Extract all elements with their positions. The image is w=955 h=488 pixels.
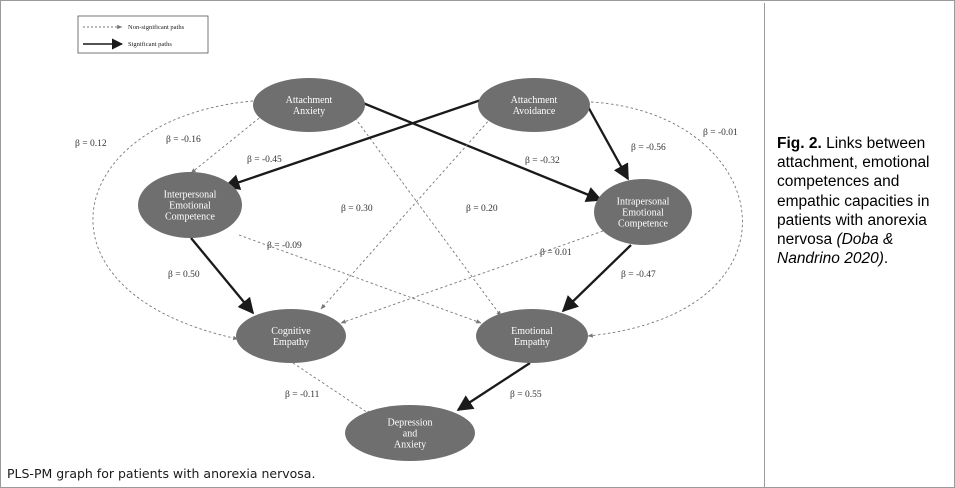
path-attachment-avoidance-to-emotional-empathy [587, 101, 743, 338]
beta-label-attachment-avoidance-to-intrapersonal-ec: β = -0.56 [631, 143, 666, 153]
node-label-intrapersonal-ec: Intrapersonal [617, 197, 670, 208]
path-attachment-anxiety-to-interpersonal-ec [190, 114, 264, 174]
path-interpersonal-ec-to-cognitive-empathy [190, 237, 255, 315]
beta-label-attachment-anxiety-to-emotional-empathy: β = 0.20 [466, 204, 498, 214]
node-label-attachment-anxiety: Anxiety [293, 106, 325, 117]
path-attachment-anxiety-to-emotional-empathy [354, 117, 502, 317]
node-label-interpersonal-ec: Interpersonal [164, 190, 217, 201]
node-ellipse-emotional-empathy [476, 309, 588, 363]
beta-label-interpersonal-ec-to-emotional-empathy: β = -0.09 [267, 241, 302, 251]
panel-caption: PLS-PM graph for patients with anorexia … [7, 466, 316, 481]
beta-label-cognitive-empathy-to-depression-anxiety: β = -0.11 [285, 390, 320, 400]
node-ellipse-depression-anxiety [345, 405, 475, 461]
beta-label-intrapersonal-ec-to-emotional-empathy: β = -0.47 [621, 270, 656, 280]
legend-box [77, 15, 209, 54]
caption-text: Links between attachment, emotional comp… [777, 135, 930, 249]
node-label-intrapersonal-ec: Emotional [622, 208, 664, 219]
figure-panel: Non-significant paths Significant paths … [3, 3, 765, 487]
node-label-depression-anxiety: and [403, 429, 417, 440]
caption-end: . [883, 250, 889, 268]
path-diagram: Non-significant paths Significant paths … [75, 15, 743, 461]
node-ellipse-interpersonal-ec [138, 172, 242, 238]
figure-label: Fig. 2. [777, 135, 822, 152]
beta-label-attachment-anxiety-to-cognitive-empathy: β = 0.12 [75, 139, 107, 149]
path-emotional-empathy-to-depression-anxiety [456, 362, 531, 411]
node-label-cognitive-empathy: Empathy [273, 337, 309, 348]
node-label-emotional-empathy: Empathy [514, 337, 550, 348]
legend: Non-significant paths Significant paths [77, 15, 209, 54]
beta-label-attachment-anxiety-to-interpersonal-ec: β = -0.16 [166, 135, 201, 145]
node-layer: AttachmentAnxietyAttachmentAvoidanceInte… [138, 78, 692, 461]
beta-label-attachment-avoidance-to-cognitive-empathy: β = 0.30 [341, 204, 373, 214]
legend-non-significant-label: Non-significant paths [128, 24, 185, 31]
node-label-interpersonal-ec: Competence [165, 212, 216, 223]
node-label-attachment-avoidance: Attachment [511, 95, 558, 106]
node-ellipse-attachment-avoidance [478, 78, 590, 132]
beta-label-attachment-anxiety-to-intrapersonal-ec: β = -0.32 [525, 156, 560, 166]
path-attachment-avoidance-to-interpersonal-ec [223, 98, 482, 190]
path-attachment-anxiety-to-cognitive-empathy [92, 100, 254, 341]
node-label-interpersonal-ec: Emotional [169, 201, 211, 212]
node-label-depression-anxiety: Depression [388, 418, 433, 429]
node-label-attachment-anxiety: Attachment [286, 95, 333, 106]
node-label-attachment-avoidance: Avoidance [513, 106, 556, 117]
node-ellipse-intrapersonal-ec [594, 179, 692, 245]
node-label-depression-anxiety: Anxiety [394, 440, 426, 451]
node-label-emotional-empathy: Emotional [511, 326, 553, 337]
beta-label-intrapersonal-ec-to-cognitive-empathy: β = 0.01 [540, 248, 572, 258]
beta-label-layer: β = -0.16 β = -0.32 β = 0.20 β = 0.12 β = -0… [75, 128, 738, 400]
path-intrapersonal-ec-to-cognitive-empathy [340, 230, 604, 324]
beta-label-attachment-avoidance-to-interpersonal-ec: β = -0.45 [247, 155, 282, 165]
legend-significant-label: Significant paths [128, 41, 172, 48]
path-attachment-anxiety-to-intrapersonal-ec [362, 101, 603, 202]
path-intrapersonal-ec-to-emotional-empathy [561, 244, 632, 313]
node-ellipse-attachment-anxiety [253, 78, 365, 132]
path-cognitive-empathy-to-depression-anxiety [292, 362, 372, 416]
caption-citation: (Doba & Nandrino 2020) [777, 231, 894, 268]
node-ellipse-cognitive-empathy [236, 309, 346, 363]
beta-label-emotional-empathy-to-depression-anxiety: β = 0.55 [510, 390, 542, 400]
path-layer [92, 98, 743, 416]
figure-caption: Fig. 2. Links between attachment, emotio… [777, 134, 949, 268]
beta-label-attachment-avoidance-to-emotional-empathy: β = -0.01 [703, 128, 738, 138]
beta-label-interpersonal-ec-to-cognitive-empathy: β = 0.50 [168, 270, 200, 280]
node-label-intrapersonal-ec: Competence [618, 219, 669, 230]
node-label-cognitive-empathy: Cognitive [271, 326, 311, 337]
path-attachment-avoidance-to-intrapersonal-ec [584, 102, 630, 181]
